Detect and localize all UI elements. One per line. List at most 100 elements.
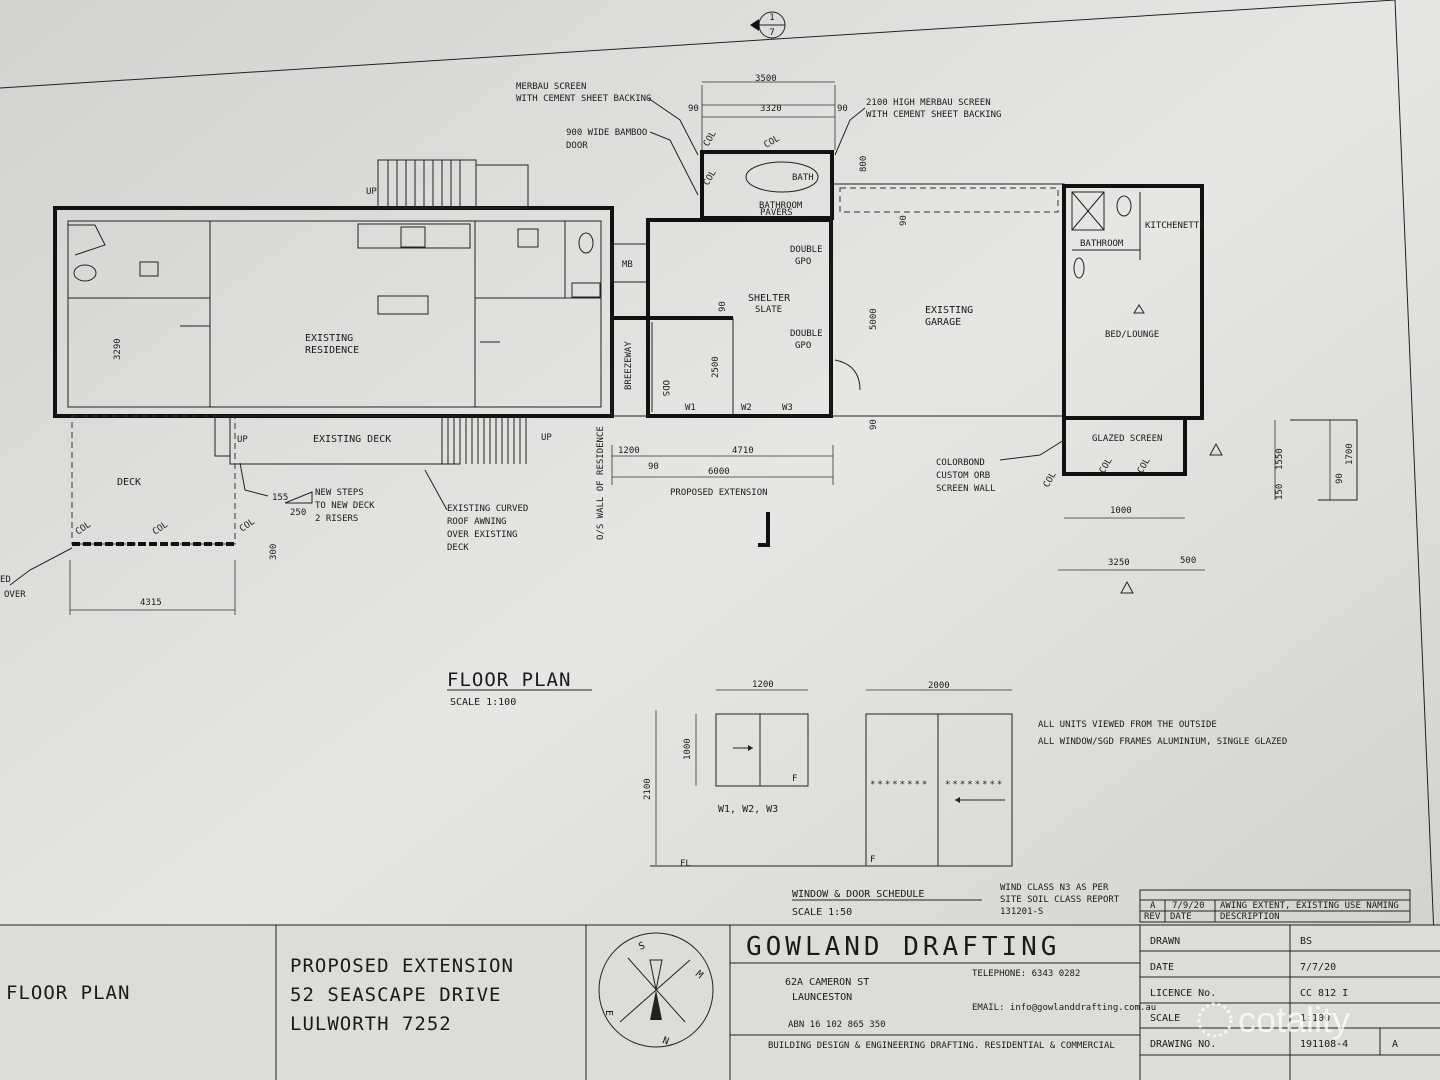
rev-letter: A (1150, 901, 1156, 911)
section-marker: 1 7 (750, 11, 786, 39)
existing-deck-label: EXISTING DECK (313, 434, 391, 445)
curved-roof-line-1: EXISTING CURVED (447, 504, 528, 514)
sched-note-1: ALL UNITS VIEWED FROM THE OUTSIDE (1038, 720, 1217, 730)
partial-note-2: OVER (4, 590, 26, 600)
ods-label: ODS (660, 380, 670, 396)
bamboo-door-line-2: DOOR (566, 141, 588, 151)
double-gpo-2-line-1: DOUBLE (790, 329, 823, 339)
address-line-1: 62A CAMERON ST (785, 977, 869, 988)
kitchenette-label: KITCHENETTE (1145, 221, 1205, 231)
dim-800: 800 (859, 156, 869, 172)
row-label-drawn: DRAWN (1150, 936, 1180, 947)
right-unit: BATHROOM KITCHENETTE BED/LOUNGE (1062, 184, 1205, 420)
row-label-drawing-no: DRAWING NO. (1150, 1039, 1216, 1050)
window-door-schedule: 1200 F 1000 2100 FL W1, W2, W3 2000 ****… (643, 680, 1287, 918)
bath-label: BATH (792, 173, 814, 183)
marker-top: 1 (769, 13, 774, 23)
project-line-3: LULWORTH 7252 (290, 1013, 452, 1035)
compass-m: M (693, 969, 705, 981)
row-label-scale: SCALE (1150, 1013, 1180, 1024)
existing-deck: EXISTING DECK UP UP (214, 415, 552, 465)
row-label-licence: LICENCE No. (1150, 988, 1216, 999)
sheet-border-top (0, 0, 1396, 89)
extension-dimensions: 1200 4710 90 6000 PROPOSED EXTENSION O/S… (596, 426, 834, 547)
bathroom-top-label: BATHROOM (759, 201, 803, 211)
curved-roof-line-3: OVER EXISTING (447, 530, 517, 540)
rev-box: A (1392, 1039, 1398, 1050)
wind-line-1: WIND CLASS N3 AS PER (1000, 883, 1109, 893)
colorbond-line-1: COLORBOND (936, 458, 985, 468)
double-gpo-2-line-2: GPO (795, 341, 811, 351)
dim-3250: 3250 (1108, 558, 1130, 568)
bamboo-door-line-1: 900 WIDE BAMBOO (566, 128, 647, 138)
deck-label: DECK (117, 477, 141, 488)
screen-detail: 1550 1700 150 90 (1274, 419, 1358, 501)
dim-90-right: 90 (837, 104, 848, 114)
partial-note-1: ED (0, 575, 11, 585)
window-w2-label: W2 (741, 403, 752, 413)
rev-header-date: DATE (1170, 912, 1192, 922)
bathroom-notes: MERBAU SCREEN WITH CEMENT SHEET BACKING … (516, 82, 1001, 196)
glazed-screen-label: GLAZED SCREEN (1092, 434, 1162, 444)
shelter-finish: SLATE (755, 305, 782, 315)
address-line-2: LAUNCESTON (792, 992, 852, 1003)
dim-3320: 3320 (760, 104, 782, 114)
row-value-licence: CC 812 I (1300, 988, 1348, 999)
sched-note-2: ALL WINDOW/SGD FRAMES ALUMINIUM, SINGLE … (1038, 737, 1287, 747)
row-value-drawn: BS (1300, 936, 1312, 947)
stairs-top: UP (366, 159, 529, 209)
colorbond-line-3: SCREEN WALL (936, 484, 996, 494)
row-value-date: 7/7/20 (1300, 962, 1336, 973)
dim-1700: 1700 (1345, 443, 1355, 465)
bathroom-top: BATH BATHROOM PAVERS COL COL COL 3500 33… (688, 74, 869, 220)
compass-s: S (637, 940, 646, 952)
os-wall-label: O/S WALL OF RESIDENCE (596, 426, 606, 540)
dim-3290: 3290 (113, 338, 123, 360)
dim-3500: 3500 (755, 74, 777, 84)
bed-lounge-label: BED/LOUNGE (1105, 330, 1159, 340)
wind-line-3: 131201-S (1000, 907, 1043, 917)
proposed-extension-label: PROPOSED EXTENSION (670, 488, 768, 498)
curved-roof-line-2: ROOF AWNING (447, 517, 507, 527)
company-name: GOWLAND DRAFTING (746, 932, 1060, 962)
dim-90-garage: 90 (899, 215, 909, 226)
breezeway-label: BREEZEWAY (624, 341, 634, 390)
marker-bottom: 7 (769, 28, 774, 38)
merbau-2100-line-1: 2100 HIGH MERBAU SCREEN (866, 98, 991, 108)
curved-roof-line-4: DECK (447, 543, 469, 553)
double-gpo-1-line-1: DOUBLE (790, 245, 823, 255)
merbau-line-1: MERBAU SCREEN (516, 82, 586, 92)
project-line-2: 52 SEASCAPE DRIVE (290, 984, 501, 1006)
title-block: FLOOR PLAN PROPOSED EXTENSION 52 SEASCAP… (0, 924, 1440, 1080)
dim-90-garage-bottom: 90 (869, 419, 879, 430)
up-label-2: UP (237, 435, 248, 445)
dim-4710: 4710 (732, 446, 754, 456)
dim-90-left: 90 (688, 104, 699, 114)
watermark: cotality (1197, 999, 1350, 1040)
new-steps-note: 155 250 NEW STEPS TO NEW DECK 2 RISERS (239, 462, 375, 524)
rev-date: 7/9/20 (1172, 901, 1205, 911)
window-w1-label: W1 (685, 403, 696, 413)
existing-garage-label-1: EXISTING (925, 305, 973, 316)
sched-scale: SCALE 1:50 (792, 907, 852, 918)
rev-description: AWING EXTENT, EXISTING USE NAMING (1220, 901, 1399, 911)
dim-5000: 5000 (869, 308, 879, 330)
email: EMAIL: info@gowlanddrafting.com.au (972, 1003, 1156, 1013)
row-value-scale: 1:100 (1300, 1013, 1330, 1024)
dim-1200: 1200 (618, 446, 640, 456)
sched-fl: FL (680, 859, 691, 869)
watermark-text: cotality (1238, 999, 1350, 1040)
row-value-drawing-no: 191108-4 (1300, 1039, 1348, 1050)
colorbond-line-2: CUSTOM ORB (936, 471, 990, 481)
tagline: BUILDING DESIGN & ENGINEERING DRAFTING. … (768, 1041, 1115, 1051)
compass-logo: S M E N (598, 932, 714, 1048)
double-gpo-1-line-2: GPO (795, 257, 811, 267)
sched-title: WINDOW & DOOR SCHEDULE (792, 889, 924, 900)
abn: ABN 16 102 865 350 (788, 1020, 886, 1030)
dim-6000: 6000 (708, 467, 730, 477)
dim-90-detail: 90 (1335, 473, 1345, 484)
existing-residence-label-2: RESIDENCE (305, 345, 359, 356)
row-label-date: DATE (1150, 962, 1174, 973)
dim-90-ext: 90 (648, 462, 659, 472)
dim-500: 500 (1180, 556, 1196, 566)
